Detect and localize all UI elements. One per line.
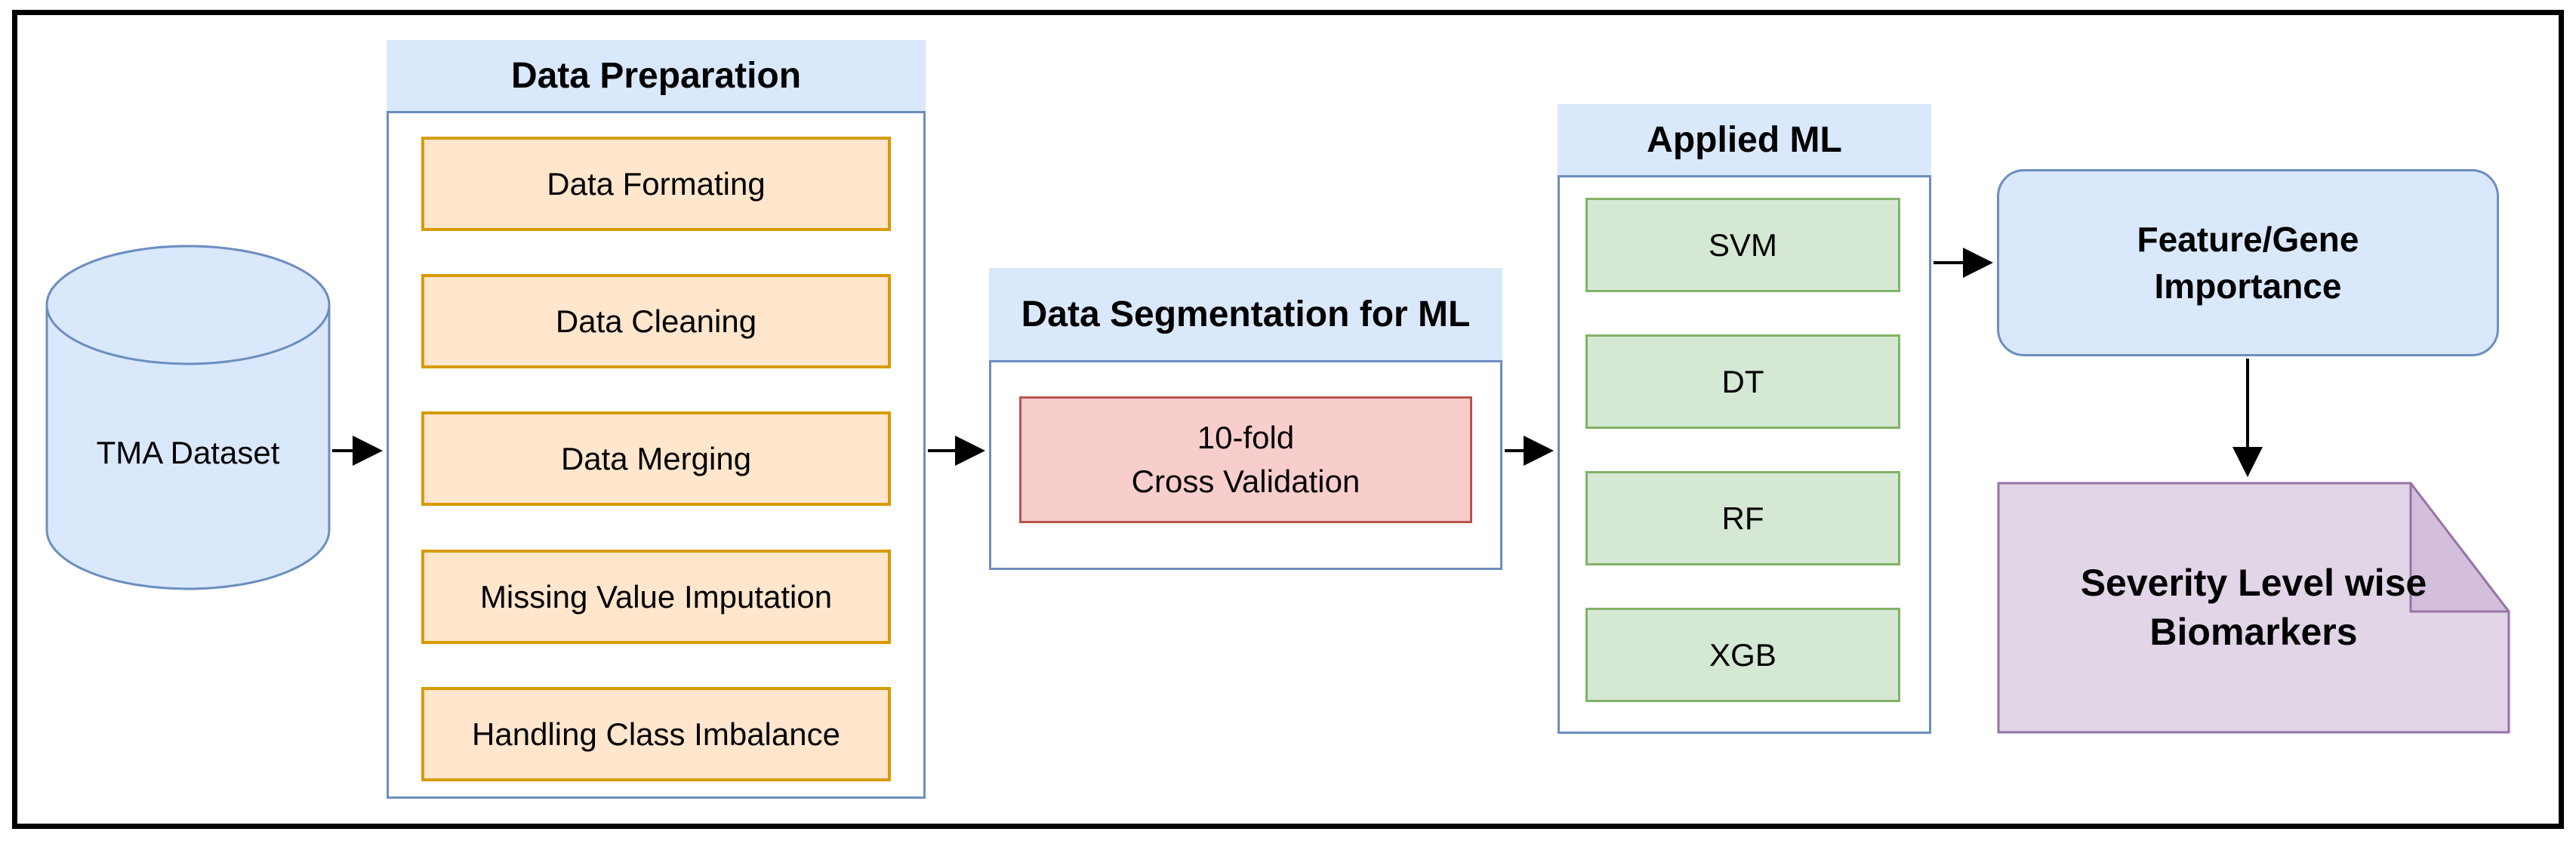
data-segmentation-header: Data Segmentation for ML bbox=[989, 268, 1502, 362]
model-dt: DT bbox=[1585, 334, 1900, 429]
model-xgb: XGB bbox=[1585, 608, 1900, 702]
applied-ml-header: Applied ML bbox=[1558, 104, 1931, 177]
biomarkers-note-label: Severity Level wise Biomarkers bbox=[2080, 562, 2427, 653]
model-svm: SVM bbox=[1585, 198, 1900, 292]
tma-dataset-label: TMA Dataset bbox=[96, 435, 280, 470]
data-preparation-header: Data Preparation bbox=[387, 40, 926, 113]
tma-dataset-cylinder bbox=[45, 245, 331, 590]
feature-gene-importance-box: Feature/Gene Importance bbox=[1997, 169, 2499, 356]
step-data-cleaning: Data Cleaning bbox=[421, 274, 891, 368]
cross-validation-box: 10-fold Cross Validation bbox=[1019, 396, 1472, 523]
diagram-frame bbox=[12, 10, 2564, 829]
step-data-formating: Data Formating bbox=[421, 137, 891, 231]
step-data-merging: Data Merging bbox=[421, 411, 891, 506]
model-rf: RF bbox=[1585, 471, 1900, 565]
biomarkers-note-shape bbox=[1997, 482, 2510, 734]
step-missing-value-imputation: Missing Value Imputation bbox=[421, 550, 891, 644]
step-handling-class-imbalance: Handling Class Imbalance bbox=[421, 687, 891, 781]
